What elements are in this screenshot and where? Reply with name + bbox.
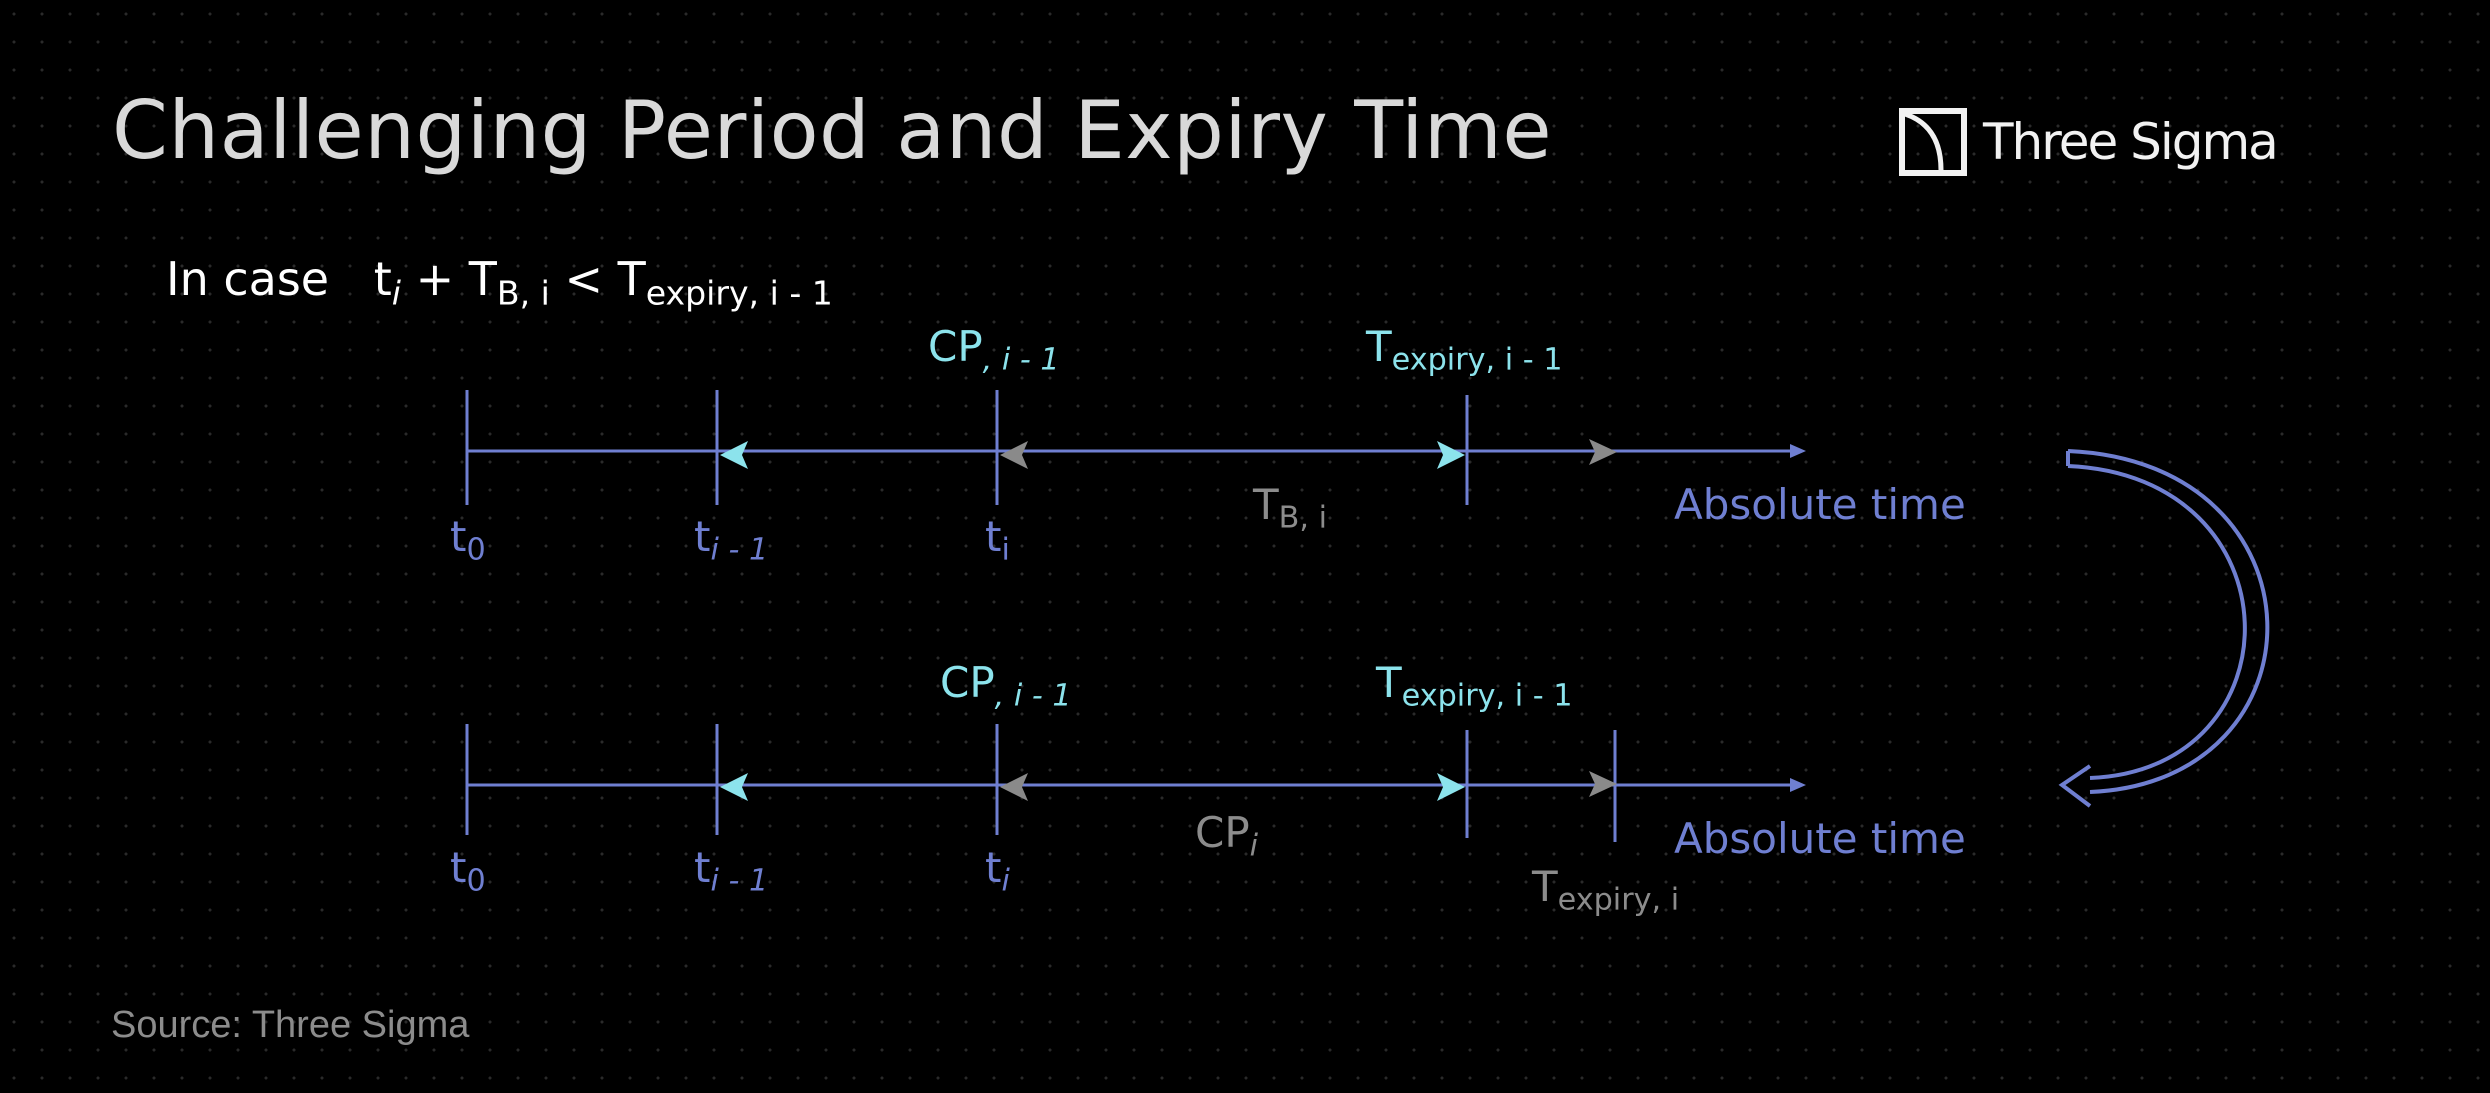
timeline-1-tb-arrowhead-left xyxy=(1000,441,1028,469)
three-sigma-logo: Three Sigma xyxy=(1899,108,2279,176)
transition-arrow-inner xyxy=(2067,464,2247,780)
timeline-1-ti-label: ti xyxy=(985,512,1010,565)
timeline-1-cp-sub: , i - 1 xyxy=(982,342,1060,378)
timeline-1 xyxy=(465,390,1806,505)
timeline-1-ti-1-main: t xyxy=(694,512,711,561)
timeline-2-expiry-sub: expiry, i - 1 xyxy=(1401,678,1573,714)
timeline-1-tb-arrowhead-right xyxy=(1437,441,1465,469)
timeline-2-ti-sub: i xyxy=(1001,863,1010,899)
three-sigma-logo-icon xyxy=(1899,108,1967,176)
timeline-1-tb-label: TB, i xyxy=(1253,480,1327,533)
timeline-1-ti-main: t xyxy=(985,512,1002,561)
timeline-1-expiry-sub: expiry, i - 1 xyxy=(1391,342,1563,378)
timeline-2-expiry-label: Texpiry, i - 1 xyxy=(1376,658,1573,711)
condition-tb-sub: B, i xyxy=(496,273,550,313)
timeline-1-tb-sub: B, i xyxy=(1278,500,1328,536)
transition-arrow-outer xyxy=(2067,449,2270,794)
condition-tb: T xyxy=(468,252,497,306)
timeline-2-ti-label: ti xyxy=(985,843,1010,896)
timeline-2-axis-arrowhead xyxy=(1790,778,1806,792)
timeline-2-t0-sub: 0 xyxy=(466,863,486,899)
condition-formula: In case ti + TB, i < Texpiry, i - 1 xyxy=(166,252,833,309)
timeline-1-ti-sub: i xyxy=(1001,532,1010,568)
timeline-2-cpi-label: CPi xyxy=(1195,808,1258,861)
timeline-1-tb-main: T xyxy=(1253,480,1279,529)
timeline-1-t0-label: t0 xyxy=(450,512,486,565)
timeline-2-expiry-main: T xyxy=(1376,658,1402,707)
timeline-2-axis-label: Absolute time xyxy=(1674,814,1966,863)
condition-lt: < xyxy=(564,252,604,306)
timeline-2-cp-sub: , i - 1 xyxy=(994,678,1072,714)
timeline-1-ti-1-sub: i - 1 xyxy=(710,532,769,568)
timeline-1-expiry-label: Texpiry, i - 1 xyxy=(1366,322,1563,375)
timeline-1-ti-1-label: ti - 1 xyxy=(694,512,768,565)
timeline-2-expiry-i-main: T xyxy=(1532,862,1558,911)
timeline-2-ti-main: t xyxy=(985,843,1002,892)
timeline-1-axis-label: Absolute time xyxy=(1674,480,1966,529)
timeline-2-cp-arrowhead xyxy=(720,773,748,801)
timeline-1-cp-main: CP xyxy=(928,322,983,371)
condition-t: t xyxy=(373,252,392,306)
timeline-2-cp-label: CP, i - 1 xyxy=(940,658,1072,711)
timeline-2-cpi-arrowhead-right xyxy=(1437,773,1465,801)
timeline-2-cpi-main: CP xyxy=(1195,808,1250,857)
timeline-2-cpi-arrowhead-left xyxy=(1000,773,1028,801)
timeline-2 xyxy=(465,724,1806,842)
timeline-1-expiry-main: T xyxy=(1366,322,1392,371)
timeline-1-cp-label: CP, i - 1 xyxy=(928,322,1060,375)
timeline-2-t0-label: t0 xyxy=(450,843,486,896)
transition-arrow xyxy=(2058,449,2270,808)
timeline-2-ti-1-sub: i - 1 xyxy=(710,863,769,899)
timeline-2-extension-arrowhead xyxy=(1589,771,1617,797)
timeline-2-cpi-sub: i xyxy=(1249,828,1259,864)
timeline-1-t0-sub: 0 xyxy=(466,532,486,568)
source-caption: Source: Three Sigma xyxy=(111,1004,470,1046)
timeline-2-t0-main: t xyxy=(450,843,467,892)
timeline-1-cp-arrowhead xyxy=(720,441,748,469)
timeline-2-ti-1-main: t xyxy=(694,843,711,892)
condition-prefix: In case xyxy=(166,252,330,306)
condition-plus: + xyxy=(415,252,455,306)
transition-arrow-head xyxy=(2058,764,2092,808)
timeline-2-ti-1-label: ti - 1 xyxy=(694,843,768,896)
timeline-2-cp-main: CP xyxy=(940,658,995,707)
condition-te: T xyxy=(617,252,646,306)
timeline-2-expiry-i-sub: expiry, i xyxy=(1557,882,1680,918)
timeline-1-axis-arrowhead xyxy=(1790,444,1806,458)
condition-te-sub: expiry, i - 1 xyxy=(645,273,833,313)
logo-wordmark: Three Sigma xyxy=(1983,113,2279,171)
slide-title: Challenging Period and Expiry Time xyxy=(112,84,1553,177)
timeline-1-extension-arrowhead xyxy=(1589,439,1617,465)
condition-t-sub: i xyxy=(391,273,401,313)
timeline-1-t0-main: t xyxy=(450,512,467,561)
timeline-2-expiry-i-label: Texpiry, i xyxy=(1532,862,1679,915)
